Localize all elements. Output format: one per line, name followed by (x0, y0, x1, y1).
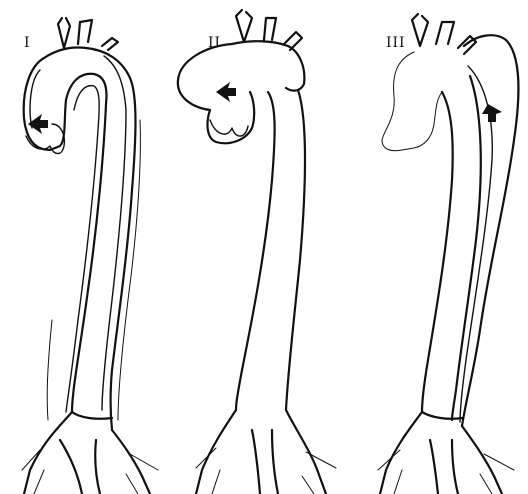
iliac-branch-lines (22, 450, 158, 494)
panel-type-1: I (0, 0, 176, 494)
aorta-type-3-drawing (352, 0, 528, 494)
branch-vessel-2 (436, 22, 454, 44)
iliac-branch-lines (378, 450, 514, 494)
entry-tear-arrow (482, 104, 502, 122)
panel-label: I (24, 36, 31, 50)
false-lumen-wall (47, 120, 140, 420)
aorta-type-2-drawing (176, 0, 352, 494)
panel-label: II (208, 36, 221, 50)
aortic-arch-false-lumen (462, 35, 518, 426)
branch-vessel-1 (412, 14, 428, 46)
descending-true-lumen-outer (452, 76, 481, 420)
branch-vessel-3 (284, 32, 302, 50)
descending-true-lumen-inner (422, 92, 453, 412)
entry-tear-arrow (216, 82, 236, 102)
iliac-branch-lines (196, 448, 336, 494)
aorta-type-1-drawing (0, 0, 176, 494)
branch-vessel-1 (236, 10, 252, 42)
aortic-valve (210, 120, 248, 136)
panel-type-3: III (352, 0, 528, 494)
panel-label: III (386, 36, 406, 50)
branch-vessel-3 (102, 38, 118, 50)
branch-vessel-2 (78, 20, 92, 44)
panel-type-2: II (176, 0, 352, 494)
branch-vessel-1 (58, 18, 70, 48)
dilated-ascending-aorta (178, 41, 305, 143)
ascending-aorta (382, 52, 442, 151)
branch-vessel-2 (264, 18, 276, 40)
descending-aorta-outer (286, 90, 305, 410)
